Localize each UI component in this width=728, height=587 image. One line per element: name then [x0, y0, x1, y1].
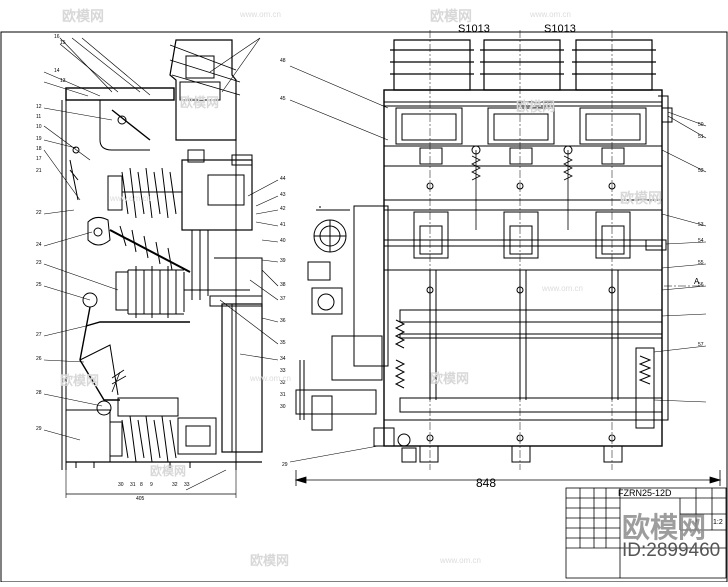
- callout-mid-36: 36: [280, 318, 286, 324]
- callout-mid-37: 37: [280, 296, 286, 302]
- callout-mid-40: 40: [280, 238, 286, 244]
- title-block: [565, 487, 727, 579]
- callout-left-24: 24: [36, 242, 42, 248]
- top-text-left: S1013: [458, 23, 490, 35]
- callout-left-26: 26: [36, 356, 42, 362]
- callout-bottom-33: 33: [184, 482, 190, 488]
- callout-mid-48: 48: [280, 58, 286, 64]
- callout-mid-45: 45: [280, 96, 286, 102]
- callout-left-23: 23: [36, 260, 42, 266]
- section-mark: A: [694, 277, 700, 286]
- top-text-right: S1013: [544, 23, 576, 35]
- watermark-logo-6: 欧模网: [430, 372, 470, 387]
- callout-left-19: 19: [36, 136, 42, 142]
- model-label: FZRN25-12D: [618, 488, 672, 498]
- callout-left-13: 13: [60, 78, 66, 84]
- width-dimension: [294, 470, 722, 486]
- callout-bottom-30: 30: [118, 482, 124, 488]
- callout-mid-41: 41: [280, 222, 286, 228]
- callout-bottom-32: 32: [172, 482, 178, 488]
- callout-right-57: 57: [698, 342, 704, 348]
- callout-mid-35: 35: [280, 340, 286, 346]
- watermark-logo-large: 欧模网: [622, 511, 707, 544]
- watermark-site-6: www.om.cn: [440, 556, 481, 565]
- watermark-id: ID:2899460: [622, 540, 721, 561]
- side-view: [61, 39, 263, 498]
- callout-left-22: 22: [36, 210, 42, 216]
- callout-mid-31: 31: [280, 392, 286, 398]
- callout-left-25: 25: [36, 282, 42, 288]
- callout-mid-32: 32: [280, 380, 286, 386]
- callout-right-52: 52: [698, 168, 704, 174]
- front-bottom-mark: 29: [282, 462, 288, 468]
- callout-mid-34: 34: [280, 356, 286, 362]
- callout-mid-39: 39: [280, 258, 286, 264]
- callout-mid-43: 43: [280, 192, 286, 198]
- callout-right-56: 56: [698, 282, 704, 288]
- callout-mid-44: 44: [280, 176, 286, 182]
- watermark-logo-7: 欧模网: [60, 374, 100, 389]
- watermark-logo-2: 欧模网: [430, 9, 472, 25]
- callout-bottom-8: 8: [140, 482, 143, 488]
- front-view: [295, 39, 673, 463]
- front-view-leaders: [289, 65, 707, 463]
- bottom-dimension-small: 405: [136, 496, 145, 502]
- watermark-site-2: www.om.cn: [530, 10, 571, 19]
- width-dimension-label: 848: [476, 476, 496, 490]
- callout-mid-33: 33: [280, 368, 286, 374]
- callout-left-28: 28: [36, 390, 42, 396]
- centerlines: [429, 30, 704, 470]
- callout-right-53: 53: [698, 222, 704, 228]
- callout-left-29: 29: [36, 426, 42, 432]
- callout-left-12: 12: [36, 104, 42, 110]
- callout-bottom-9: 9: [150, 482, 153, 488]
- scale-label: 1:2: [713, 519, 723, 526]
- callout-left-14: 14: [54, 68, 60, 74]
- callout-left-15: 15: [60, 40, 66, 46]
- watermark-site-3: www.om.cn: [110, 194, 151, 203]
- callout-right-54: 54: [698, 238, 704, 244]
- callout-right-50: 50: [698, 122, 704, 128]
- callout-left-11: 11: [36, 114, 41, 120]
- watermark-site-1: www.om.cn: [240, 10, 281, 19]
- callout-left-17: 17: [36, 156, 42, 162]
- watermark-logo-5: 欧模网: [516, 100, 556, 115]
- callout-right-51: 51: [698, 134, 704, 140]
- callout-right-55: 55: [698, 260, 704, 266]
- callout-labels: 1615141312111019181721222423252726282948…: [36, 34, 704, 488]
- callout-left-21: 21: [36, 168, 42, 174]
- watermark-logo-9: 欧模网: [150, 464, 187, 478]
- callout-left-27: 27: [36, 332, 42, 338]
- watermark-logo-4: 欧模网: [180, 96, 220, 111]
- watermark-logo-1: 欧模网: [62, 9, 104, 25]
- watermark-site-5: www.om.cn: [250, 374, 291, 383]
- watermark-logo-8: 欧模网: [250, 554, 290, 569]
- callout-left-10: 10: [36, 124, 42, 130]
- callout-mid-30: 30: [280, 404, 286, 410]
- callout-left-18: 18: [36, 146, 42, 152]
- callout-mid-38: 38: [280, 282, 286, 288]
- callout-left-16: 16: [54, 34, 60, 40]
- callout-bottom-31: 31: [130, 482, 136, 488]
- callout-mid-42: 42: [280, 206, 286, 212]
- side-view-leaders: [43, 37, 279, 491]
- watermark-logo-3: 欧模网: [620, 191, 662, 207]
- watermark-site-4: www.om.cn: [542, 284, 583, 293]
